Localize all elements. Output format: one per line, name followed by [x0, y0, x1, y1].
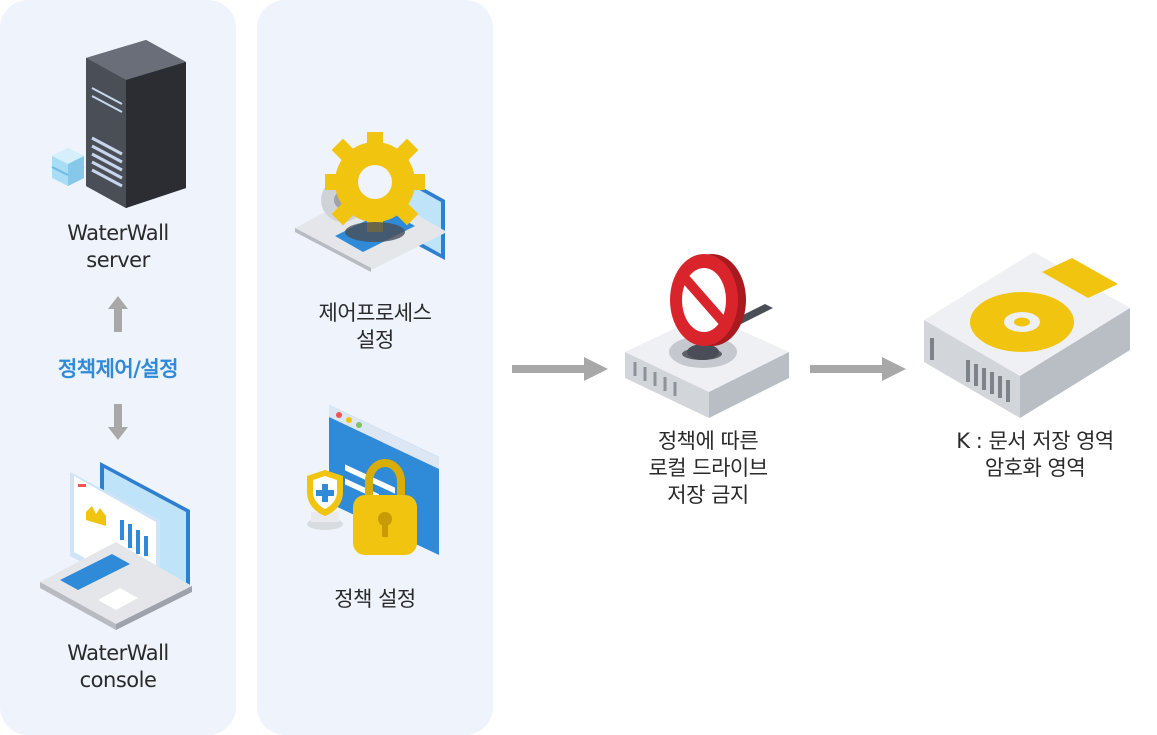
- arrow-right-icon: [512, 357, 608, 381]
- gear-laptop-icon: [295, 132, 447, 272]
- encrypted-area-label: K : 문서 저장 영역 암호화 영역: [956, 429, 1114, 480]
- policy-control-label: 정책제어/설정: [57, 357, 179, 381]
- panel-policy: [257, 0, 493, 735]
- arrow-right-icon: [810, 357, 906, 381]
- local-drive-block-label: 정책에 따른 로컬 드라이브 저장 금지: [648, 429, 768, 507]
- lock-window-icon: [329, 405, 439, 555]
- server-icon: [86, 40, 186, 208]
- server-label: WaterWall server: [67, 221, 169, 272]
- shield-icon: [307, 470, 343, 530]
- prohibited-icon: [670, 254, 746, 360]
- process-setting-label: 제어프로세스 설정: [318, 301, 432, 352]
- arrow-down-icon: [108, 404, 128, 440]
- database-icon: [51, 148, 85, 186]
- arrow-up-icon: [108, 296, 128, 332]
- encrypted-drive-icon: [924, 252, 1130, 418]
- policy-setting-label: 정책 설정: [334, 587, 416, 611]
- console-label: WaterWall console: [67, 641, 169, 692]
- console-laptop-icon: [40, 462, 192, 630]
